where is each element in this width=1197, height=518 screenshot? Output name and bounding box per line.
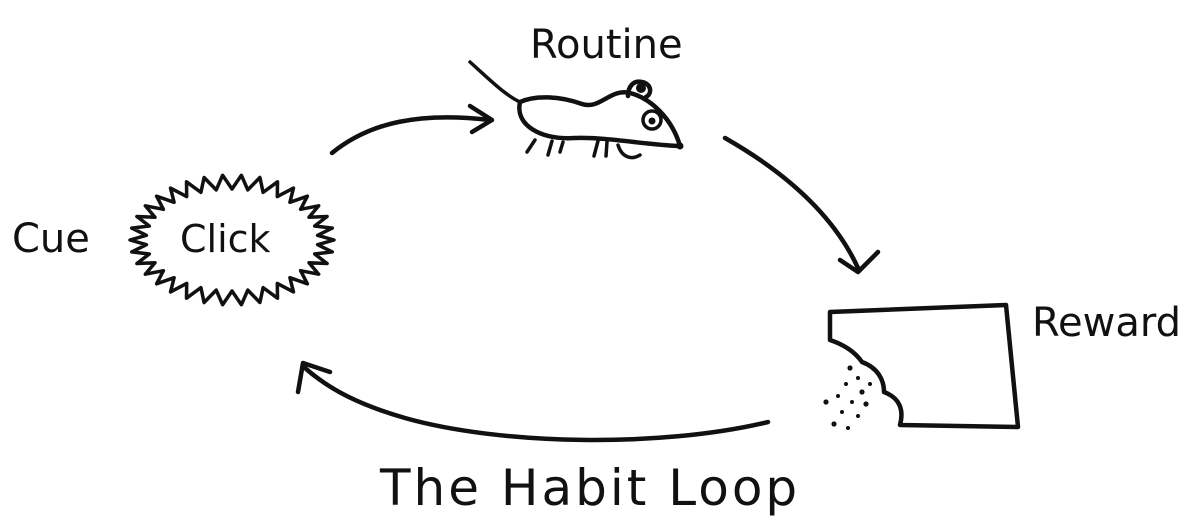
- cheese-crumb: [859, 389, 865, 395]
- arrow-reward-to-cue: [295, 360, 771, 443]
- routine-label: Routine: [530, 22, 683, 68]
- cheese-crumb: [856, 414, 860, 418]
- cheese-crumb: [836, 394, 840, 398]
- cheese-crumb: [844, 382, 848, 386]
- cheese-crumb: [868, 382, 872, 386]
- cheese-crumb: [856, 376, 860, 380]
- cheese-crumb: [840, 410, 844, 414]
- sound-burst-icon: Click: [128, 173, 336, 307]
- cheese-crumb: [846, 426, 850, 430]
- reward-label: Reward: [1032, 300, 1181, 346]
- cheese-crumb: [831, 421, 837, 427]
- cue-label: Cue: [12, 216, 90, 262]
- arrow-cue-to-routine: [329, 103, 495, 156]
- cheese-crumb: [847, 365, 853, 371]
- mouse-icon: [468, 60, 684, 160]
- cue-burst-text: Click: [180, 217, 271, 261]
- diagram-title: The Habit Loop: [379, 459, 800, 517]
- cheese-crumb: [823, 399, 829, 405]
- cheese-crumb: [863, 401, 869, 407]
- cheese-crumb: [850, 400, 854, 404]
- arrow-routine-to-reward: [722, 135, 881, 275]
- bitten-cheese-icon: [823, 302, 1021, 430]
